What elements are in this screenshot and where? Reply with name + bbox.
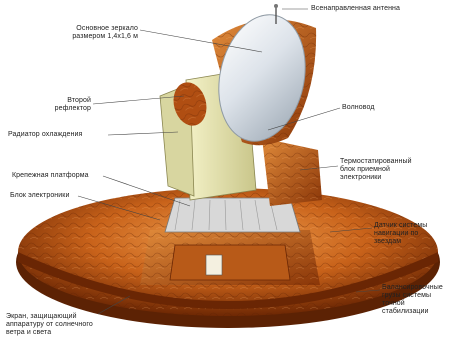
label-star-sensor: Датчик системы навигации по звездам	[374, 222, 427, 246]
label-thermostat-block: Термостатированный блок приемной электро…	[340, 158, 412, 182]
label-secondary-reflector: Второй рефлектор	[40, 97, 91, 113]
label-electronics-block: Блок электроники	[10, 192, 69, 200]
thermostat-block-graphic	[262, 138, 322, 206]
label-primary-mirror: Основное зеркало размером 1,4х1,6 м	[58, 25, 138, 41]
label-cooling-radiator: Радиатор охлаждения	[8, 131, 82, 139]
label-sun-shield: Экран, защищающий аппаратуру от солнечно…	[6, 313, 93, 337]
label-balance-weights: Балансировочные грузы системы точной ста…	[382, 284, 443, 316]
label-mount-platform: Крепежная платформа	[12, 172, 89, 180]
label-waveguide: Волновод	[342, 104, 375, 112]
label-omni-antenna: Всенаправленная антенна	[311, 5, 400, 13]
